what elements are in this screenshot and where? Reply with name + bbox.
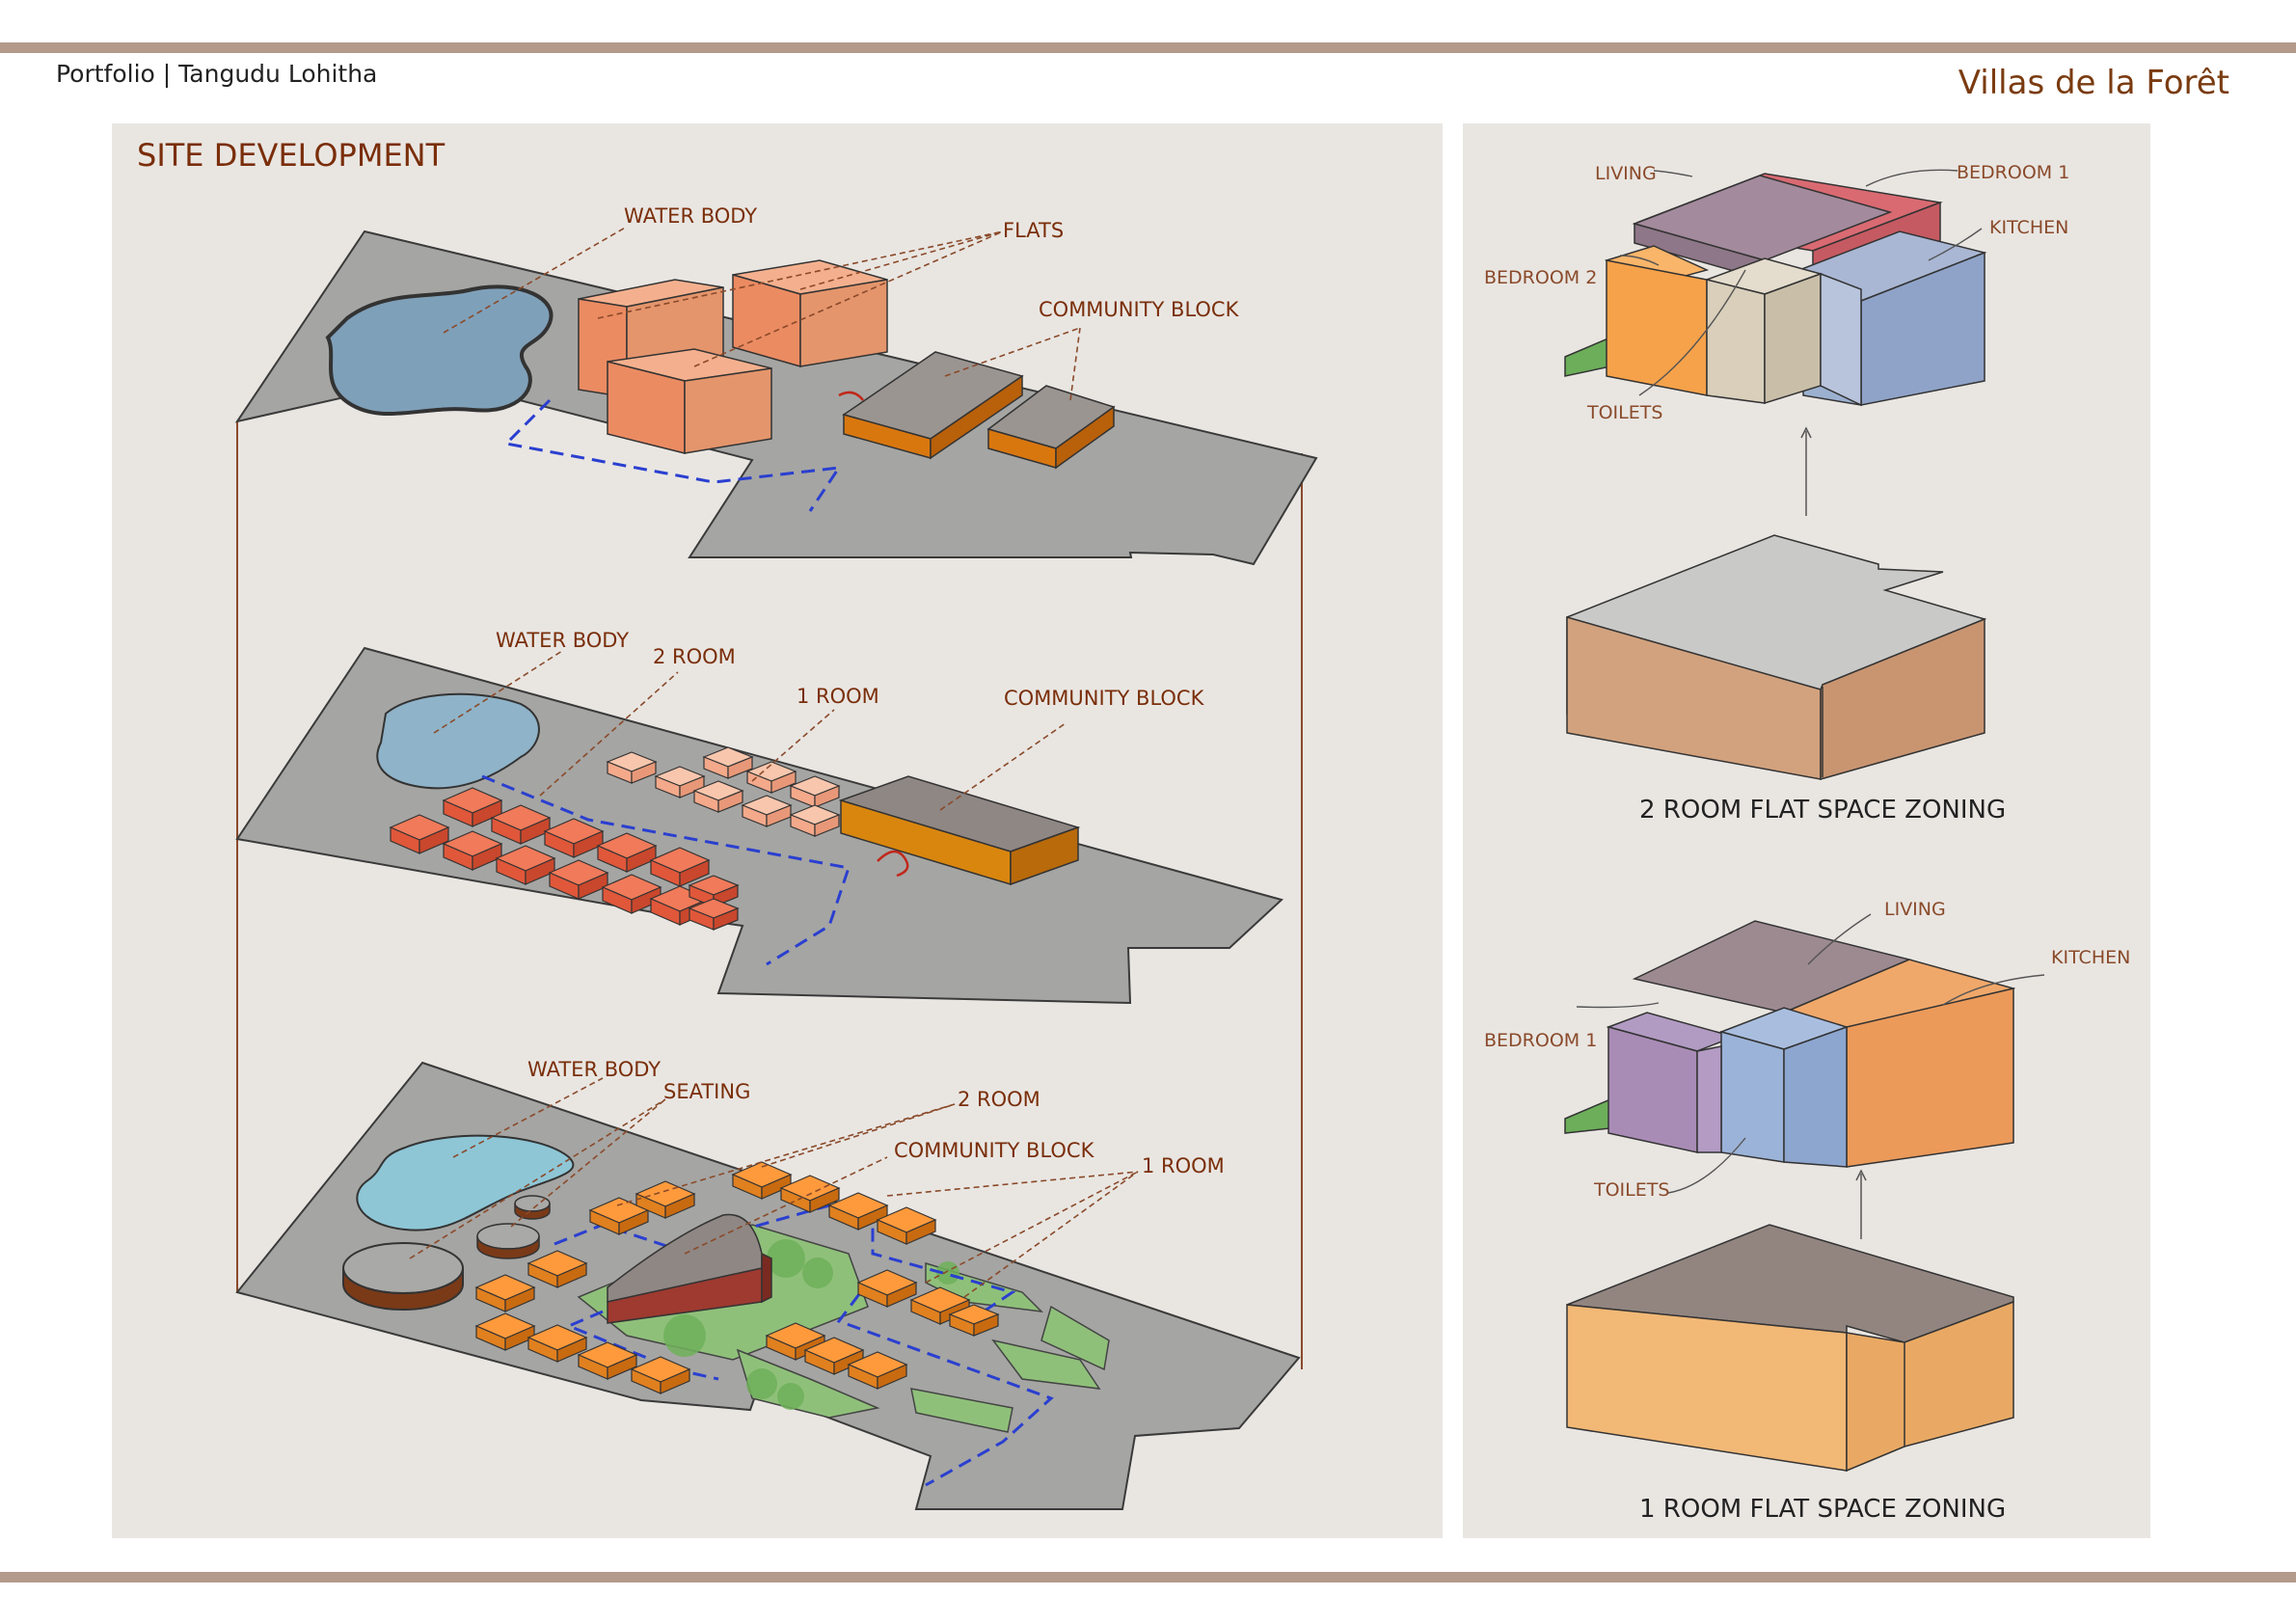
label-water-body-3: WATER BODY xyxy=(527,1058,661,1081)
two-room-houses-2 xyxy=(389,787,740,931)
seating-pavilion-small xyxy=(476,1223,540,1259)
water-body-2 xyxy=(376,692,540,790)
one-room-zoning-title: 1 ROOM FLAT SPACE ZONING xyxy=(1639,1495,2006,1524)
label-seating: SEATING xyxy=(663,1080,750,1103)
label-bedroom2-2: BEDROOM 2 xyxy=(1484,267,1597,288)
portfolio-author: Portfolio | Tangudu Lohitha xyxy=(56,60,378,88)
label-bedroom1-2: BEDROOM 1 xyxy=(1957,162,2069,183)
houses-3 xyxy=(474,1161,1000,1394)
arrow-living-1 xyxy=(1807,913,1872,965)
arrow-bedroom1-1 xyxy=(1576,1002,1660,1009)
site-development-title: SITE DEVELOPMENT xyxy=(137,137,446,174)
zoning-one-room-diagram xyxy=(1564,920,2016,1168)
flats-block-c xyxy=(607,348,772,454)
label-community-block-2: COMMUNITY BLOCK xyxy=(1004,687,1205,710)
label-community-block-1: COMMUNITY BLOCK xyxy=(1039,298,1240,321)
walkway-2 xyxy=(481,774,851,966)
label-living-2: LIVING xyxy=(1595,163,1657,184)
two-room-zoning-title: 2 ROOM FLAT SPACE ZONING xyxy=(1639,796,2006,825)
bottom-frame-band xyxy=(0,1572,2296,1582)
water-body-3 xyxy=(356,1134,575,1231)
label-living-1: LIVING xyxy=(1884,899,1946,920)
entry-arrow-2 xyxy=(877,850,909,878)
label-one-room-3: 1 ROOM xyxy=(1142,1154,1225,1177)
label-two-room-2: 2 ROOM xyxy=(653,645,736,668)
seating-pavilion-tiny xyxy=(514,1195,551,1220)
flats-block-b xyxy=(732,259,888,367)
top-frame-band xyxy=(0,42,2296,53)
arrow-living-2 xyxy=(1653,170,1693,177)
seating-pavilion-large xyxy=(342,1242,464,1311)
project-title: Villas de la Forêt xyxy=(1958,64,2229,102)
community-block-1b xyxy=(986,385,1116,470)
arrow-bedroom1-2 xyxy=(1865,169,1958,187)
site-layer-flats: WATER BODY FLATS COMMUNITY BLOCK xyxy=(234,204,1318,566)
entry-arrow-1 xyxy=(838,391,864,401)
community-block-3 xyxy=(607,1213,772,1324)
label-kitchen-2: KITCHEN xyxy=(1989,217,2068,238)
arrow-toilets-2 xyxy=(1638,269,1746,396)
community-block-1a xyxy=(842,351,1024,460)
arrow-kitchen-1 xyxy=(1942,974,2045,1006)
community-block-2 xyxy=(838,775,1081,886)
zone-balcony xyxy=(1564,336,1611,377)
label-toilets-1: TOILETS xyxy=(1593,1179,1669,1201)
one-room-houses-2 xyxy=(606,746,841,837)
walkway-1 xyxy=(502,398,843,512)
water-body-1 xyxy=(325,284,554,417)
label-community-block-3: COMMUNITY BLOCK xyxy=(894,1139,1095,1162)
arrow-toilets-1 xyxy=(1667,1137,1746,1194)
label-one-room-2: 1 ROOM xyxy=(797,685,879,708)
label-water-body-1: WATER BODY xyxy=(624,204,757,228)
label-flats: FLATS xyxy=(1003,219,1064,242)
label-bedroom1-1: BEDROOM 1 xyxy=(1484,1030,1597,1051)
site-layer-landscape: WATER BODY SEATING 2 ROOM COMMUNITY BLOC… xyxy=(235,1058,1301,1510)
label-two-room-3: 2 ROOM xyxy=(958,1088,1040,1111)
walkway-3b xyxy=(565,1310,719,1381)
zoning-two-room-diagram xyxy=(1564,173,1987,407)
massing-one-room xyxy=(1566,1224,2014,1473)
label-water-body-2: WATER BODY xyxy=(496,629,629,652)
label-toilets-2: TOILETS xyxy=(1586,402,1662,423)
label-kitchen-1: KITCHEN xyxy=(2051,947,2130,968)
arrow-bedroom2-2 xyxy=(1619,255,1660,266)
arrow-kitchen-2 xyxy=(1928,228,1983,261)
massing-two-room xyxy=(1566,534,1987,780)
site-layer-houses: WATER BODY 2 ROOM 1 ROOM COMMUNITY BLOCK xyxy=(235,629,1283,1005)
